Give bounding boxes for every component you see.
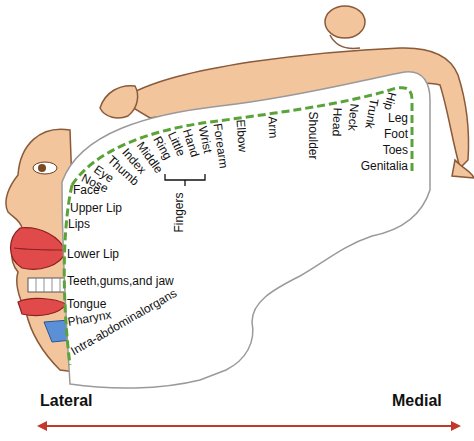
lip-line <box>14 248 66 250</box>
body-part-label: Arm <box>266 116 280 138</box>
body-part-label: Upper Lip <box>70 202 122 215</box>
eye-figure <box>33 162 57 174</box>
lips-figure <box>11 228 67 269</box>
direction-arrow <box>42 425 456 427</box>
teeth-figure <box>28 278 68 292</box>
head-figure <box>325 6 365 38</box>
body-part-label: Genitalia <box>361 160 408 173</box>
body-part-label: Foot <box>384 128 408 141</box>
face-figure <box>6 129 75 372</box>
body-part-label: Lower Lip <box>67 248 119 261</box>
teeth-lines <box>36 278 60 292</box>
body-part-label: Shoulder <box>306 112 319 160</box>
body-part-label: Leg <box>388 112 408 125</box>
body-part-label: Neck <box>345 103 360 131</box>
fingers-bracket <box>165 174 205 186</box>
group-label: Fingers <box>173 192 186 232</box>
direction-label: Lateral <box>40 392 92 410</box>
cortex-outline <box>62 72 430 388</box>
body-part-label: Head <box>330 107 344 136</box>
iris-figure <box>38 164 46 172</box>
body-part-label: Elbow <box>234 119 249 153</box>
body-part-label: Face <box>73 184 100 197</box>
hand-figure <box>100 86 138 118</box>
tongue-figure <box>18 298 66 315</box>
body-part-label: Teeth,gums,and jaw <box>67 275 174 288</box>
neck-line <box>330 35 360 48</box>
direction-label: Medial <box>392 392 442 410</box>
body-part-label: Toes <box>383 144 408 157</box>
foot-figure <box>452 160 474 178</box>
body-part-label: Lips <box>68 218 90 231</box>
